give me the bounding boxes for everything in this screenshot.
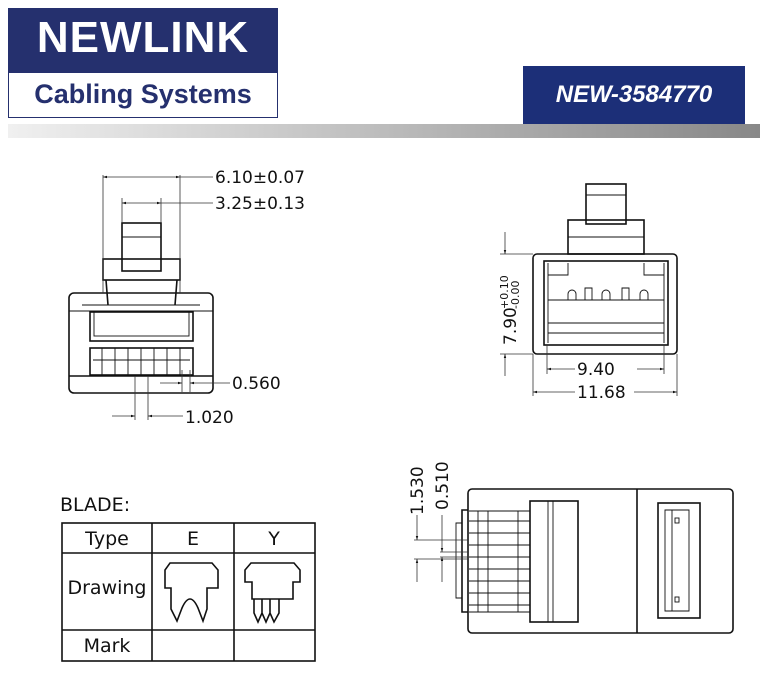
blade-contacts: [469, 510, 530, 613]
blade-title: BLADE:: [60, 494, 130, 516]
side-view: 1.530 0.510: [408, 461, 734, 634]
blade-e-drawing: [164, 562, 219, 624]
dim-contact-width: 0.560: [232, 374, 281, 394]
dim-height: 7.90: [501, 307, 521, 345]
blade-table: BLADE: Type Drawing Mark E Y: [60, 494, 316, 662]
dim-pitch: 1.020: [185, 408, 234, 428]
blade-y-drawing: [244, 562, 301, 624]
brand-name: NEWLINK: [36, 13, 250, 62]
part-number: NEW-3584770: [555, 81, 713, 108]
row-label-type: Type: [84, 528, 129, 550]
dim-a: 1.530: [408, 466, 428, 515]
contact-slots: [89, 347, 194, 376]
row-label-drawing: Drawing: [67, 577, 146, 599]
dim-height-tol-minus: -0.00: [509, 281, 522, 309]
dim-width: 6.10±0.07: [215, 168, 305, 188]
dim-b: 0.510: [433, 461, 453, 510]
end-view: 7.90 +0.10 -0.00 9.40 11.68: [498, 183, 678, 403]
header-divider-bar: [8, 124, 760, 138]
newlink-logo: NEWLINK Cabling Systems: [8, 8, 278, 118]
brand-tagline: Cabling Systems: [34, 79, 252, 109]
type-y: Y: [267, 528, 280, 550]
logo-banner: NEWLINK: [9, 9, 277, 73]
dim-latch: 3.25±0.13: [215, 194, 305, 214]
part-number-box: NEW-3584770: [523, 66, 745, 124]
front-view: 6.10±0.07 3.25±0.13 0.560 1.020: [68, 168, 305, 428]
row-label-mark: Mark: [84, 635, 131, 657]
type-e: E: [187, 528, 199, 550]
dim-height-tol-plus: +0.10: [498, 275, 511, 309]
dim-outer-width: 11.68: [577, 383, 626, 403]
dim-inner-width: 9.40: [577, 360, 615, 380]
